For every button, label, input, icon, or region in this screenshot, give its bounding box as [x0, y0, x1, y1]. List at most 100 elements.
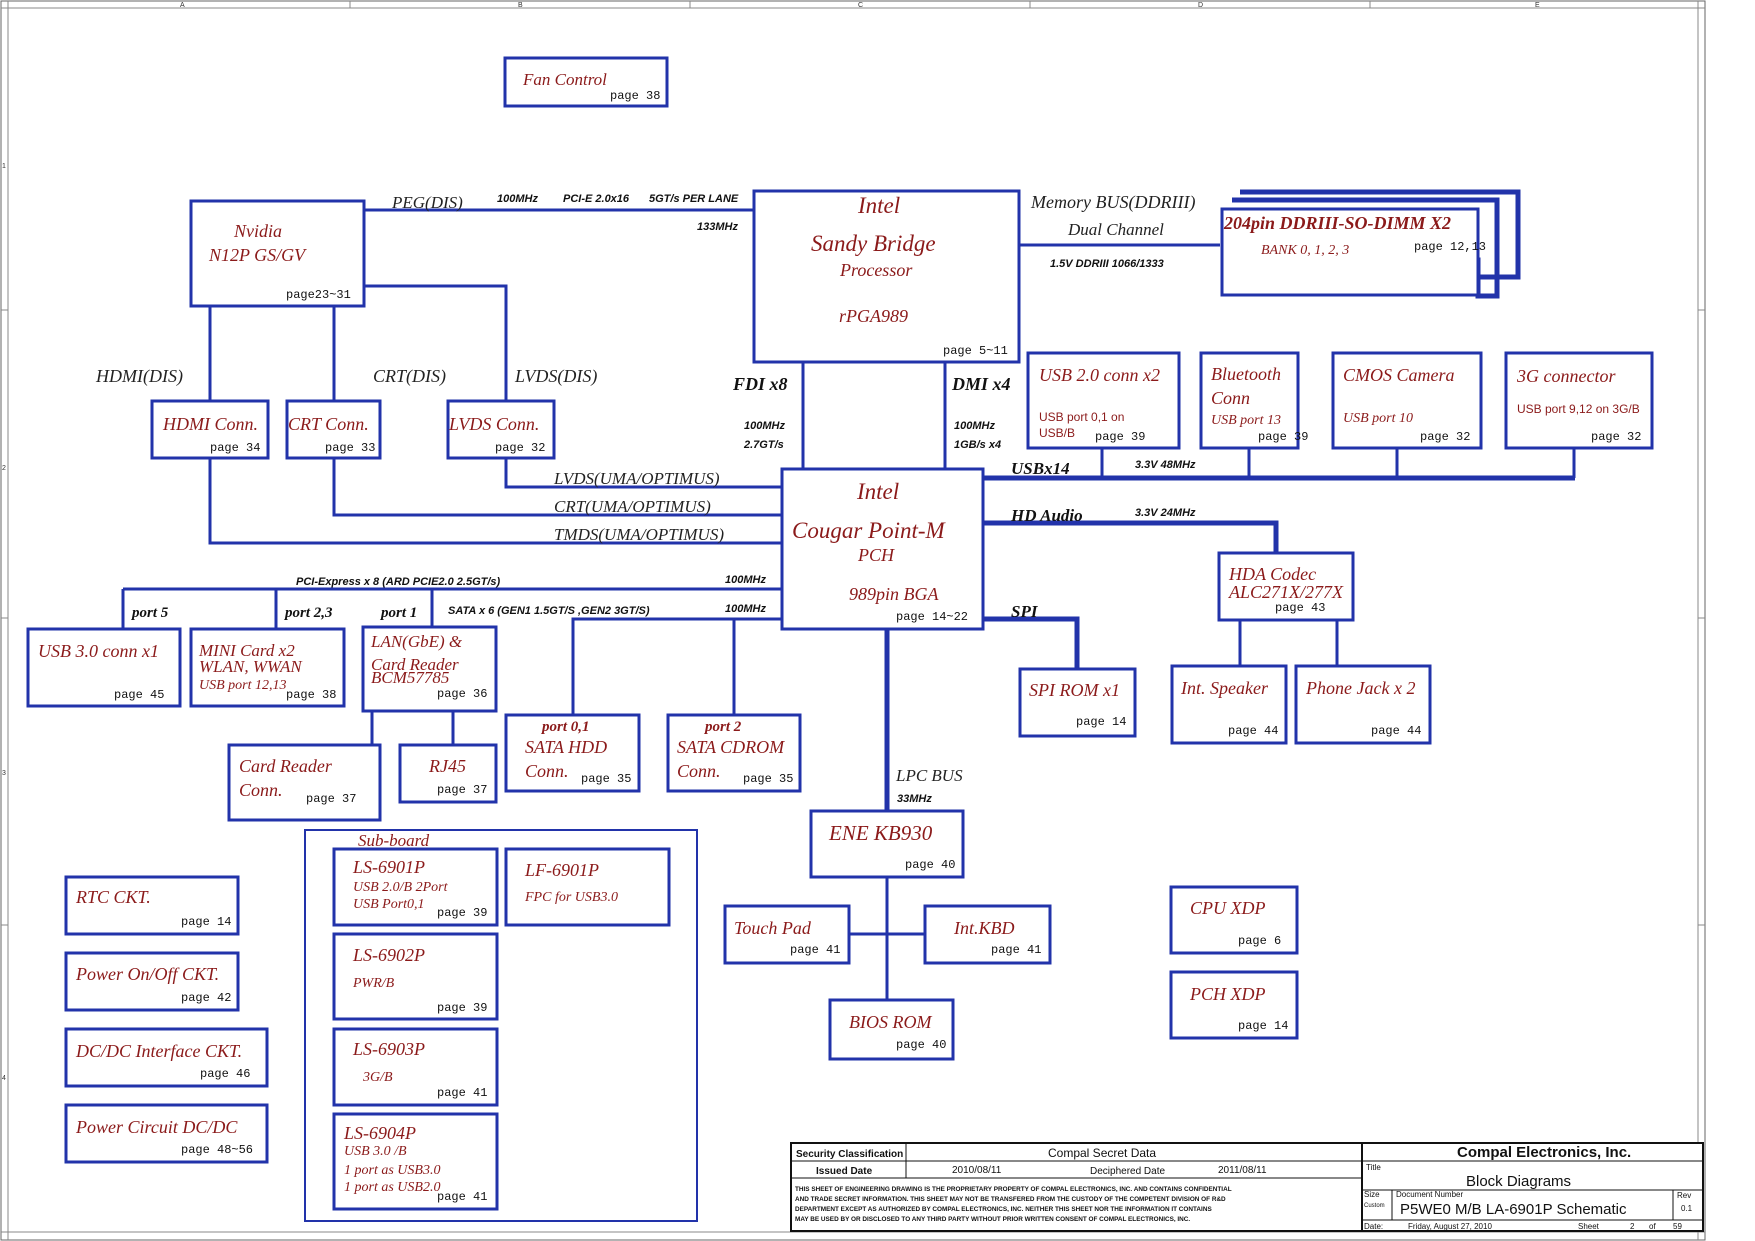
- usb20-conn-block: USB 2.0 conn x2 USB port 0,1 on USB/B pa…: [1026, 351, 1181, 450]
- dimm-title: 204pin DDRIII-SO-DIMM X2: [1223, 213, 1451, 233]
- label-sata-clk: 100MHz: [725, 603, 766, 615]
- lan-line3: BCM57785: [371, 668, 449, 687]
- rj45-block: RJ45 page 37: [398, 743, 498, 804]
- cpu-block: Intel Sandy Bridge Processor rPGA989 pag…: [752, 189, 1021, 364]
- lan-page: page 36: [437, 687, 487, 701]
- grid-col-b: B: [518, 2, 523, 9]
- ls6904-page: page 41: [437, 1190, 487, 1204]
- pch-line2: Cougar Point-M: [792, 518, 947, 543]
- touch-pad-block: Touch Pad page 41: [723, 904, 851, 965]
- wire-lvds-dis: [364, 284, 508, 401]
- hda-page: page 43: [1275, 601, 1325, 615]
- grid-col-c: C: [858, 2, 863, 9]
- dcdc-page: page 46: [200, 1067, 250, 1081]
- label-peg: PEG(DIS): [391, 193, 463, 212]
- 3g-sub: USB port 9,12 on 3G/B: [1517, 402, 1640, 416]
- camera-sub: USB port 10: [1343, 411, 1413, 426]
- sata-cdrom-port: port 2: [703, 719, 742, 735]
- card-reader-conn-block: Card Reader Conn. page 37: [227, 743, 382, 822]
- spi-rom-title: SPI ROM x1: [1029, 680, 1120, 700]
- grid-col-e: E: [1535, 2, 1540, 9]
- power-circuit-title: Power Circuit DC/DC: [75, 1117, 238, 1137]
- label-mem1: Memory BUS(DDRIII): [1030, 192, 1195, 213]
- tb-security-value: Compal Secret Data: [1048, 1146, 1156, 1160]
- ls6901-title: LS-6901P: [352, 857, 425, 877]
- label-fdi-speed2: 2.7GT/s: [743, 439, 784, 451]
- sata-hdd-block: port 0,1 SATA HDD Conn. page 35: [504, 713, 641, 793]
- cpu-page: page 5~11: [943, 344, 1008, 358]
- ene-page: page 40: [905, 858, 955, 872]
- usb20-sub1: USB port 0,1 on: [1039, 410, 1124, 424]
- usb30-title: USB 3.0 conn x1: [38, 641, 159, 661]
- pch-xdp-block: PCH XDP page 14: [1169, 970, 1299, 1040]
- bios-page: page 40: [896, 1038, 946, 1052]
- bluetooth-line1: Bluetooth: [1211, 364, 1281, 384]
- hdmi-conn-page: page 34: [210, 441, 260, 455]
- power-onoff-block: Power On/Off CKT. page 42: [64, 951, 240, 1012]
- hdmi-conn-title: HDMI Conn.: [162, 414, 258, 434]
- crt-conn-page: page 33: [325, 441, 375, 455]
- lvds-conn-block: LVDS Conn. page 32: [446, 399, 556, 460]
- wire-lvds-uma: [504, 458, 782, 489]
- power-circuit-block: Power Circuit DC/DC page 48~56: [64, 1103, 269, 1164]
- cpu-line3: Processor: [839, 260, 913, 280]
- ls6902-title: LS-6902P: [352, 945, 425, 965]
- power-onoff-page: page 42: [181, 991, 231, 1005]
- label-fdi-speed1: 100MHz: [744, 420, 785, 432]
- tb-issued-label: Issued Date: [816, 1166, 873, 1177]
- gpu-line1: Nvidia: [233, 221, 282, 241]
- sata-hdd-port: port 0,1: [540, 719, 590, 735]
- mini-page: page 38: [286, 688, 336, 702]
- crt-conn-block: CRT Conn. page 33: [285, 399, 382, 460]
- lvds-conn-title: LVDS Conn.: [448, 414, 539, 434]
- bluetooth-line2: Conn: [1211, 388, 1250, 408]
- hda-line2: ALC271X/277X: [1228, 582, 1344, 602]
- ls6901p-block: LS-6901P USB 2.0/B 2Port USB Port0,1 pag…: [332, 847, 499, 927]
- cmos-camera-block: CMOS Camera USB port 10 page 32: [1331, 351, 1483, 450]
- fan-control-page: page 38: [610, 89, 660, 103]
- mini-sub: USB port 12,13: [199, 678, 287, 693]
- wire-tmds-uma: [208, 458, 782, 545]
- spi-rom-page: page 14: [1076, 715, 1126, 729]
- sata-cdrom-block: port 2 SATA CDROM Conn. page 35: [666, 713, 802, 793]
- nvidia-gpu-block: Nvidia N12P GS/GV page23~31: [189, 199, 366, 308]
- int-speaker-block: Int. Speaker page 44: [1170, 664, 1288, 745]
- tb-docnum-label: Document Number: [1396, 1190, 1463, 1199]
- ls6903p-block: LS-6903P 3G/B page 41: [332, 1027, 499, 1107]
- label-pcie-clk: 100MHz: [725, 574, 766, 586]
- sata-cdrom-page: page 35: [743, 772, 793, 786]
- usb20-title: USB 2.0 conn x2: [1039, 365, 1160, 385]
- cpu-line4: rPGA989: [839, 306, 908, 326]
- phone-jack-title: Phone Jack x 2: [1305, 678, 1415, 698]
- ls6904-sub3: 1 port as USB2.0: [344, 1180, 440, 1195]
- touchpad-page: page 41: [790, 943, 840, 957]
- rj45-page: page 37: [437, 783, 487, 797]
- label-mem3: 1.5V DDRIII 1066/1333: [1050, 258, 1164, 270]
- usb30-page: page 45: [114, 688, 164, 702]
- label-dmi-speed2: 1GB/s x4: [954, 439, 1001, 451]
- label-crt-dis: CRT(DIS): [373, 366, 446, 387]
- label-peg-bus: PCI-E 2.0x16: [563, 193, 630, 205]
- tb-issued-value: 2010/08/11: [952, 1165, 1002, 1176]
- power-circuit-page: page 48~56: [181, 1143, 253, 1157]
- pch-block: Intel Cougar Point-M PCH 989pin BGA page…: [780, 467, 985, 631]
- bluetooth-sub: USB port 13: [1211, 413, 1281, 428]
- ene-title: ENE KB930: [828, 821, 933, 845]
- tb-company: Compal Electronics, Inc.: [1457, 1144, 1631, 1161]
- dimm-banks: BANK 0, 1, 2, 3: [1261, 243, 1349, 258]
- lan-card-reader-block: LAN(GbE) & Card Reader BCM57785 page 36: [361, 625, 498, 713]
- label-fdi: FDI x8: [732, 374, 788, 394]
- ls6904-sub2: 1 port as USB3.0: [344, 1163, 440, 1178]
- label-port23: port 2,3: [283, 605, 333, 621]
- sata-hdd-page: page 35: [581, 772, 631, 786]
- dimm-page: page 12,13: [1414, 240, 1486, 254]
- bluetooth-block: Bluetooth Conn USB port 13 page 39: [1199, 351, 1308, 450]
- label-usb-clk: 3.3V 48MHz: [1135, 459, 1196, 471]
- usb20-page: page 39: [1095, 430, 1145, 444]
- ls6901-page: page 39: [437, 906, 487, 920]
- pch-xdp-page: page 14: [1238, 1019, 1288, 1033]
- cpu-line1: Intel: [857, 193, 900, 218]
- hda-line1: HDA Codec: [1228, 564, 1316, 584]
- mini-line1: MINI Card x2: [198, 641, 295, 660]
